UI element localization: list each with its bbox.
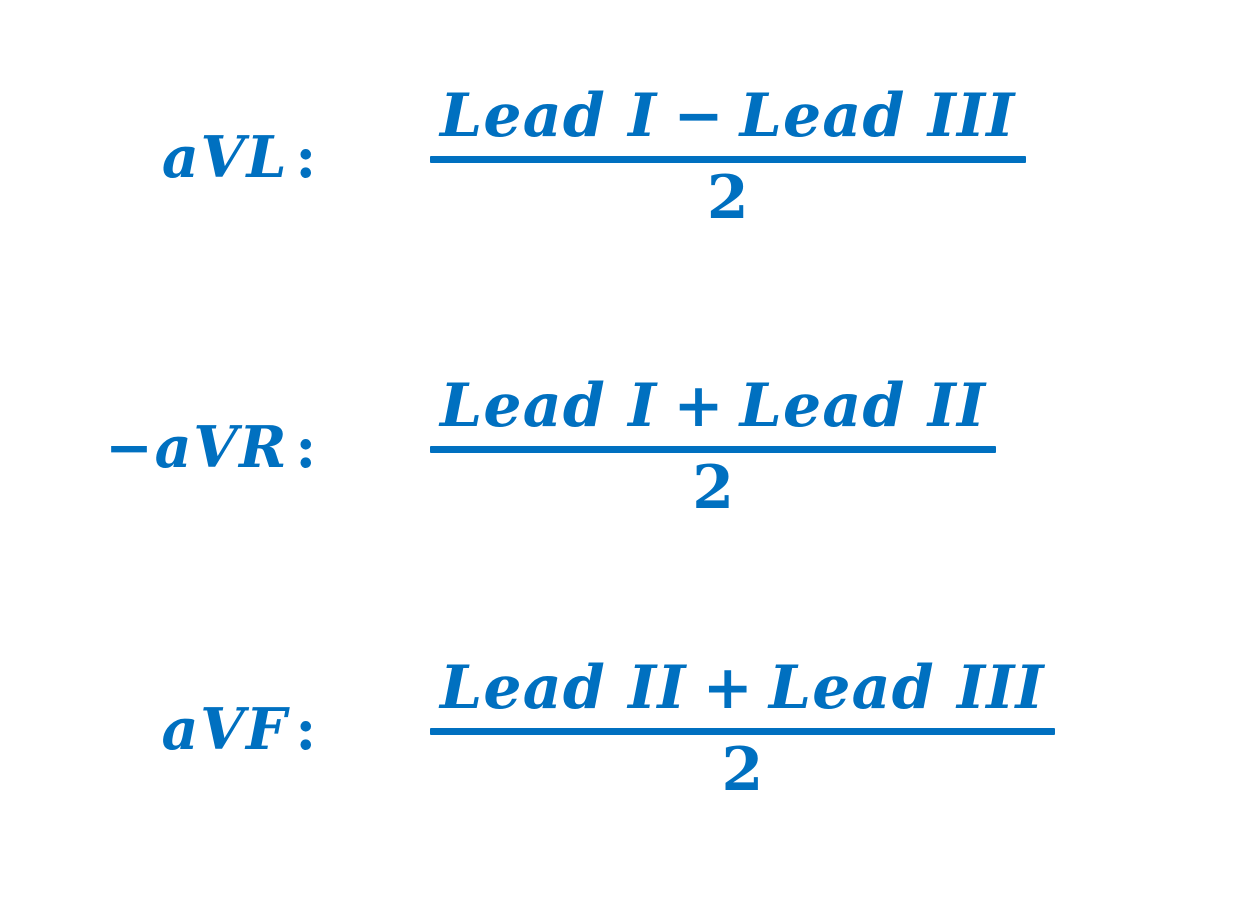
fraction-avf: Lead II+Lead III 2 xyxy=(430,656,1055,803)
minus-operator: − xyxy=(673,81,724,151)
numerator-left-term: Lead II xyxy=(440,653,687,723)
lead-label-neg-avr: −aVR: xyxy=(0,419,318,476)
equation-row-neg-avr: −aVR: Lead I+Lead II 2 xyxy=(0,374,997,523)
lead-name: −aVR xyxy=(105,413,289,481)
numerator: Lead I+Lead II xyxy=(430,374,996,439)
fraction-bar xyxy=(430,727,1055,735)
equation-row-avf: aVF: Lead II+Lead III 2 xyxy=(0,656,1055,803)
fraction-bar xyxy=(430,155,1026,163)
lead-name: aVF xyxy=(161,695,289,763)
numerator-right-term: Lead II xyxy=(739,371,987,441)
fraction-avl: Lead I−Lead III 2 xyxy=(430,84,1026,231)
colon: : xyxy=(295,413,318,481)
numerator-left-term: Lead I xyxy=(440,81,658,151)
lead-name: aVL xyxy=(161,123,289,191)
colon: : xyxy=(295,695,318,763)
lead-label-avf: aVF: xyxy=(0,701,318,758)
denominator: 2 xyxy=(721,734,764,805)
equation-row-avl: aVL: Lead I−Lead III 2 xyxy=(0,84,1026,231)
fraction-bar xyxy=(430,445,997,453)
denominator: 2 xyxy=(692,452,734,523)
numerator: Lead I−Lead III xyxy=(430,84,1026,149)
numerator: Lead II+Lead III xyxy=(430,656,1055,721)
plus-operator: + xyxy=(673,371,724,441)
denominator: 2 xyxy=(706,162,749,233)
fraction-neg-avr: Lead I+Lead II 2 xyxy=(430,374,997,523)
numerator-left-term: Lead I xyxy=(440,371,658,441)
lead-label-avl: aVL: xyxy=(0,129,318,186)
colon: : xyxy=(295,123,318,191)
plus-operator: + xyxy=(702,653,753,723)
numerator-right-term: Lead III xyxy=(739,81,1016,151)
numerator-right-term: Lead III xyxy=(768,653,1045,723)
